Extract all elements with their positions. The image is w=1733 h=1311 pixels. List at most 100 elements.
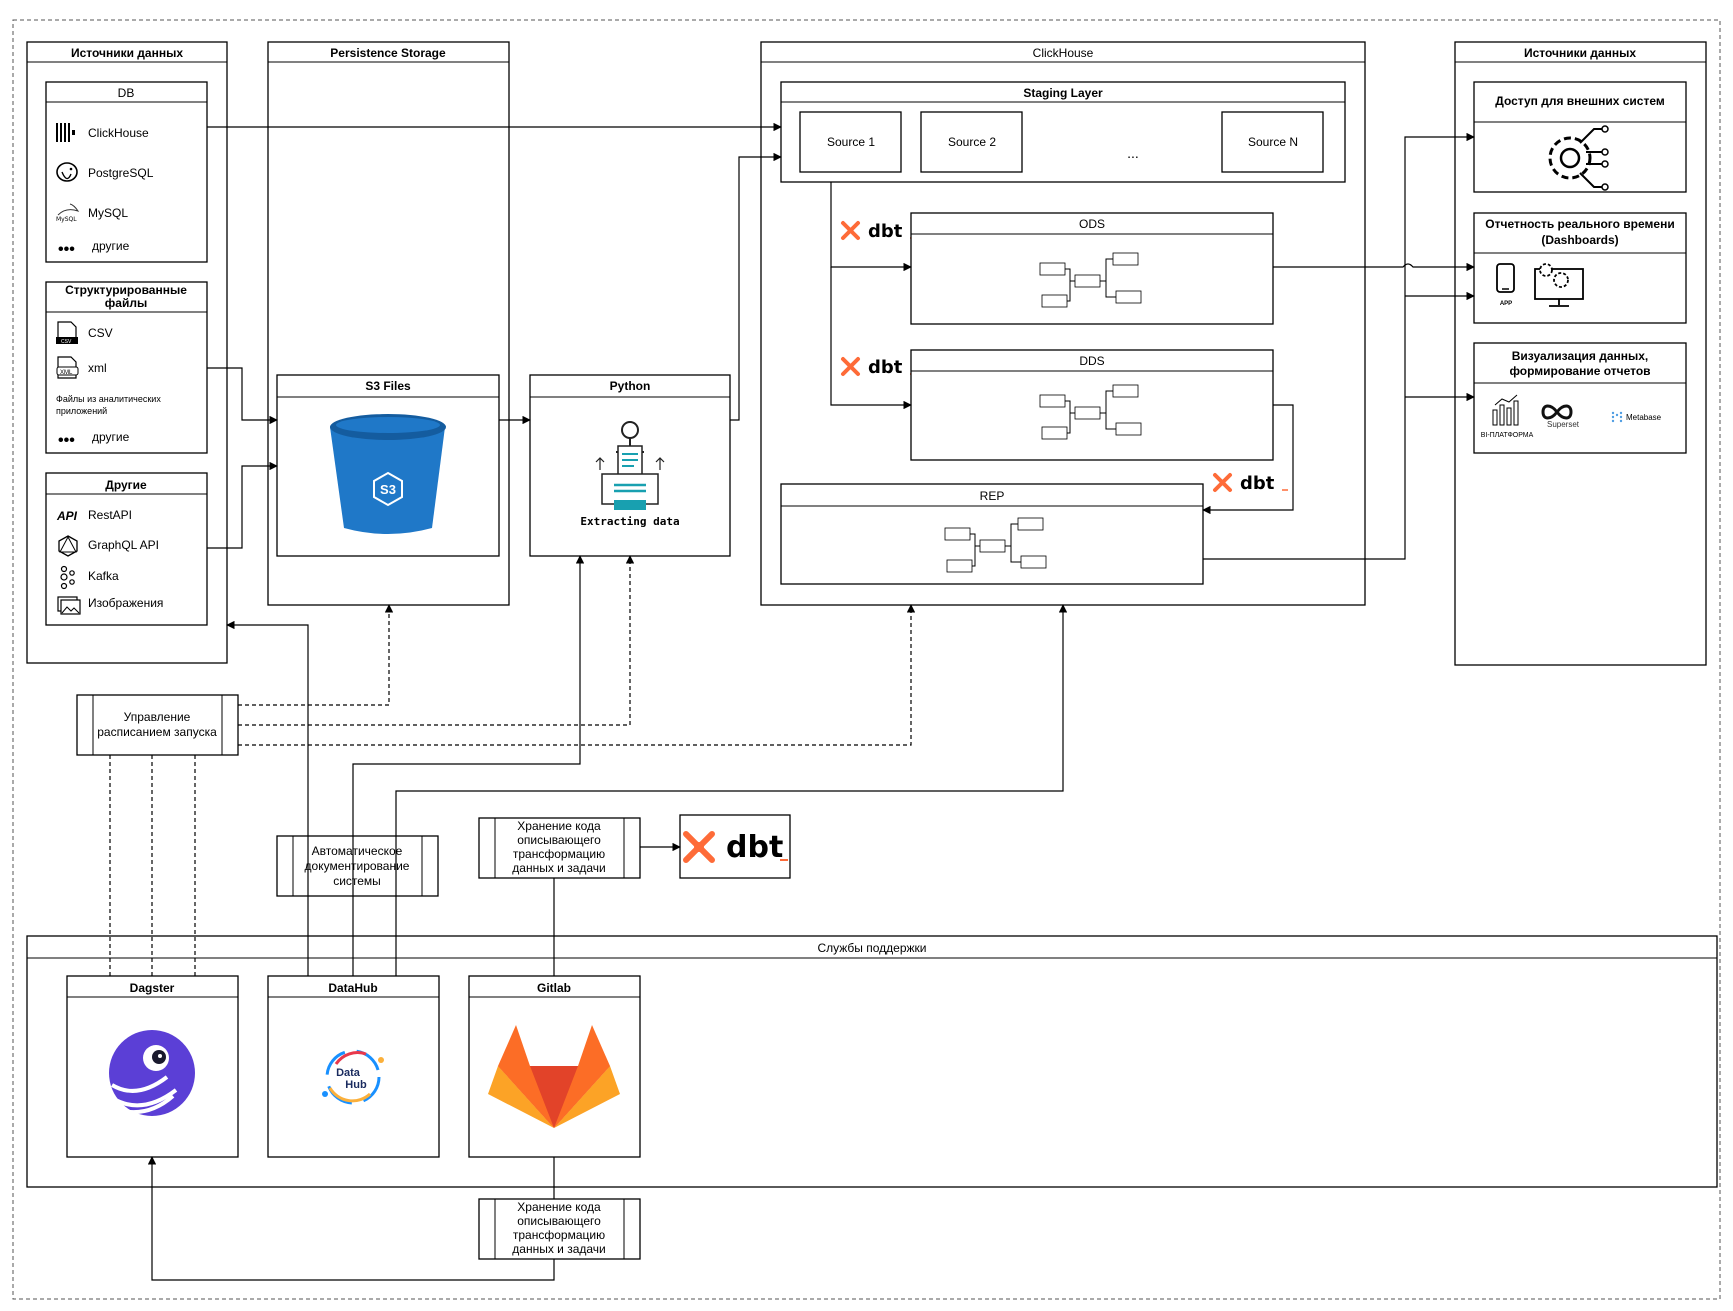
source-2-box [920,111,1023,173]
superset-label: Superset [1547,420,1580,429]
code-top-line2: описывающего [517,833,601,847]
persistence-title: Persistence Storage [330,46,446,60]
s3-files-title: S3 Files [365,379,411,393]
images-icon [57,596,81,615]
consumers-title: Источники данных [1524,46,1636,60]
code-bottom-line2: описывающего [517,1214,601,1228]
bi-platform-icon [1492,394,1519,426]
dagster-box: Dagster [66,975,239,1158]
svg-text:MySQL: MySQL [56,216,77,223]
datahub-logo-line1: Data [336,1067,361,1079]
gitlab-logo-icon [488,1025,620,1128]
kafka-icon [60,565,75,590]
integration-gear-icon [1548,125,1609,191]
datahub-logo-line2: Hub [345,1079,367,1091]
gitlab-title: Gitlab [537,981,571,995]
dds-layer: DDS [910,349,1274,461]
python-caption: Extracting data [580,515,679,528]
extracting-data-icon [595,421,665,510]
code-storage-top-box: Хранение кода описывающего трансформацию… [478,817,641,879]
code-top-line4: данных и задачи [512,861,605,875]
svg-text:CSV: CSV [61,339,72,345]
metabase-label: Metabase [1626,413,1662,422]
clickhouse-panel: ClickHouse Staging Layer Source 1 Source… [760,41,1366,606]
datahub-title: DataHub [328,981,377,995]
other-item-graphql: GraphQL API [88,538,159,552]
sources-title: Источники данных [71,46,183,60]
files-group: Структурированные файлы CSV CSV XML xml … [45,281,208,454]
connectors [109,122,1475,1281]
other-sources-group: Другие API RestAPI GraphQL API Kafka И [45,472,208,626]
realtime-title-line2: (Dashboards) [1541,233,1618,247]
monitor-settings-icon [1534,263,1584,307]
mobile-app-icon [1496,263,1515,293]
s3-bucket-icon: S3 [330,414,446,534]
more-dots-icon: ••• [58,432,75,449]
other-item-restapi: RestAPI [88,508,132,522]
code-bottom-line1: Хранение кода [517,1200,601,1214]
db-title: DB [118,86,135,100]
source-1-box [799,111,902,173]
db-item-postgresql: PostgreSQL [88,166,154,180]
svg-text:dbt: dbt [1240,473,1275,494]
xml-icon: XML [56,356,79,379]
files-title-line2: файлы [105,296,147,310]
support-title: Службы поддержки [817,941,926,955]
code-bottom-line4: данных и задачи [512,1242,605,1256]
other-item-images: Изображения [88,596,163,610]
gitlab-box: Gitlab [468,975,641,1158]
dbt-label-rep: dbt [1213,473,1288,494]
more-dots-icon: ••• [58,241,75,258]
metabase-icon [1611,411,1623,423]
viz-title-line1: Визуализация данных, [1512,349,1649,363]
dbt-logo-text: dbt [726,830,783,865]
realtime-dashboards-box: Отчетность реального времени (Dashboards… [1473,212,1687,324]
python-box: Python Extracting data [529,374,731,557]
persistence-panel: Persistence Storage S3 Files S3 [267,41,510,606]
ods-layer: ODS [910,212,1274,325]
external-access-box: Доступ для внешних систем [1473,81,1687,193]
source-n-label: Source N [1248,135,1298,149]
superset-icon [1541,404,1573,420]
code-bottom-line3: трансформацию [513,1228,605,1242]
bi-platform-label: BI-ПЛАТФОРМА [1481,432,1534,439]
auto-doc-box: Автоматическое документирование системы [276,835,439,897]
dds-title: DDS [1079,354,1104,368]
scheduling-line2: расписанием запуска [97,725,217,739]
ods-title: ODS [1079,217,1105,231]
db-item-clickhouse: ClickHouse [88,126,149,140]
datahub-box: DataHub Data Hub [267,975,440,1158]
source-2-label: Source 2 [948,135,996,149]
rep-layer: REP [780,483,1204,585]
auto-doc-line2: документирование [305,859,410,873]
clickhouse-icon [56,123,75,142]
s3-badge: S3 [380,482,396,497]
graphql-icon [58,535,78,557]
postgresql-icon [56,162,78,182]
clickhouse-title: ClickHouse [1033,46,1094,60]
scheduling-line1: Управление [124,710,191,724]
scheduling-box: Управление расписанием запуска [76,694,239,756]
csv-icon: CSV [56,321,78,345]
source-n-box [1221,111,1324,173]
viz-title-line2: формирование отчетов [1509,364,1650,378]
files-item-csv: CSV [88,326,113,340]
support-panel: Службы поддержки Dagster DataHub [26,935,1718,1188]
other-sources-title: Другие [105,478,147,492]
api-icon: API [56,509,78,523]
outer-frame [12,19,1721,1300]
auto-doc-line3: системы [333,874,381,888]
svg-text:dbt: dbt [868,221,903,242]
files-note-line1: Файлы из аналитических [56,394,161,404]
source-1-label: Source 1 [827,135,875,149]
db-item-mysql: MySQL [88,206,128,220]
svg-text:XML: XML [60,370,73,376]
files-item-other: другие [92,430,130,444]
datahub-logo-icon [322,1049,384,1105]
code-top-line3: трансформацию [513,847,605,861]
dagster-title: Dagster [130,981,175,995]
consumers-panel: Источники данных Доступ для внешних сист… [1454,41,1707,666]
external-access-title: Доступ для внешних систем [1495,94,1665,108]
other-item-kafka: Kafka [88,569,119,583]
auto-doc-line1: Автоматическое [312,844,403,858]
